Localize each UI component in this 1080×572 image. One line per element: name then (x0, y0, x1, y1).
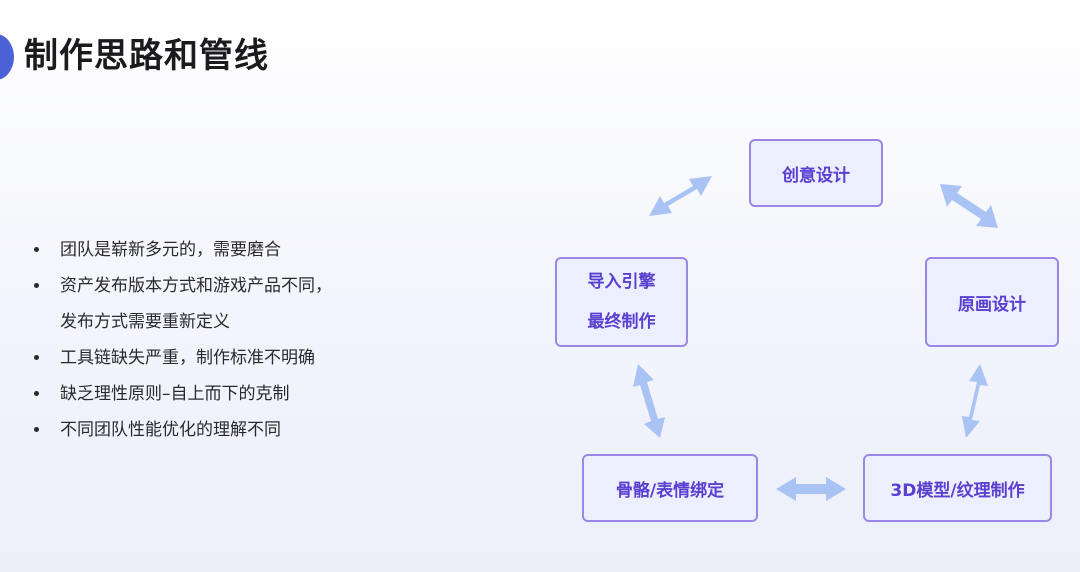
bullet-text: 工具链缺失严重，制作标准不明确 (60, 348, 315, 368)
bullet-text: 缺乏理性原则–自上而下的克制 (60, 384, 290, 404)
bullet-list: 团队是崭新多元的，需要磨合 资产发布版本方式和游戏产品不同， 发布方式需要重新定义… (34, 232, 434, 448)
bullet-text-continued: 发布方式需要重新定义 (60, 312, 230, 332)
node-label: 骨骼/表情绑定 (615, 480, 725, 501)
bullet-item: 缺乏理性原则–自上而下的克制 (34, 376, 434, 412)
node-label-line1: 导入引擎 (587, 272, 656, 292)
bullet-item: 团队是崭新多元的，需要磨合 (34, 232, 434, 268)
node-creative-design: 创意设计 (749, 139, 883, 207)
node-engine-import: 导入引擎 最终制作 (555, 257, 688, 347)
node-label: 3D模型/纹理制作 (890, 480, 1025, 501)
double-arrow-concept-modeling (962, 364, 988, 438)
node-label: 创意设计 (782, 165, 850, 186)
bullet-text: 团队是崭新多元的，需要磨合 (60, 240, 281, 260)
node-label-line2: 最终制作 (587, 312, 656, 332)
bullet-item: 资产发布版本方式和游戏产品不同， 发布方式需要重新定义 (34, 268, 434, 340)
bullet-item: 不同团队性能优化的理解不同 (34, 412, 434, 448)
page-title: 制作思路和管线 (24, 36, 269, 76)
bullet-item: 工具链缺失严重，制作标准不明确 (34, 340, 434, 376)
title-accent-marker (0, 34, 14, 80)
double-arrow-creative-engine (649, 176, 712, 216)
node-modeling-texturing: 3D模型/纹理制作 (863, 454, 1052, 522)
bullet-text: 不同团队性能优化的理解不同 (60, 420, 281, 440)
double-arrow-creative-concept (940, 184, 998, 228)
double-arrow-modeling-rigging (776, 477, 846, 501)
node-label: 原画设计 (958, 294, 1026, 315)
bullet-text: 资产发布版本方式和游戏产品不同， (60, 276, 332, 296)
node-concept-art: 原画设计 (925, 257, 1059, 347)
node-rigging: 骨骼/表情绑定 (582, 454, 758, 522)
arrow-group (633, 176, 998, 501)
double-arrow-rigging-engine (633, 364, 665, 438)
